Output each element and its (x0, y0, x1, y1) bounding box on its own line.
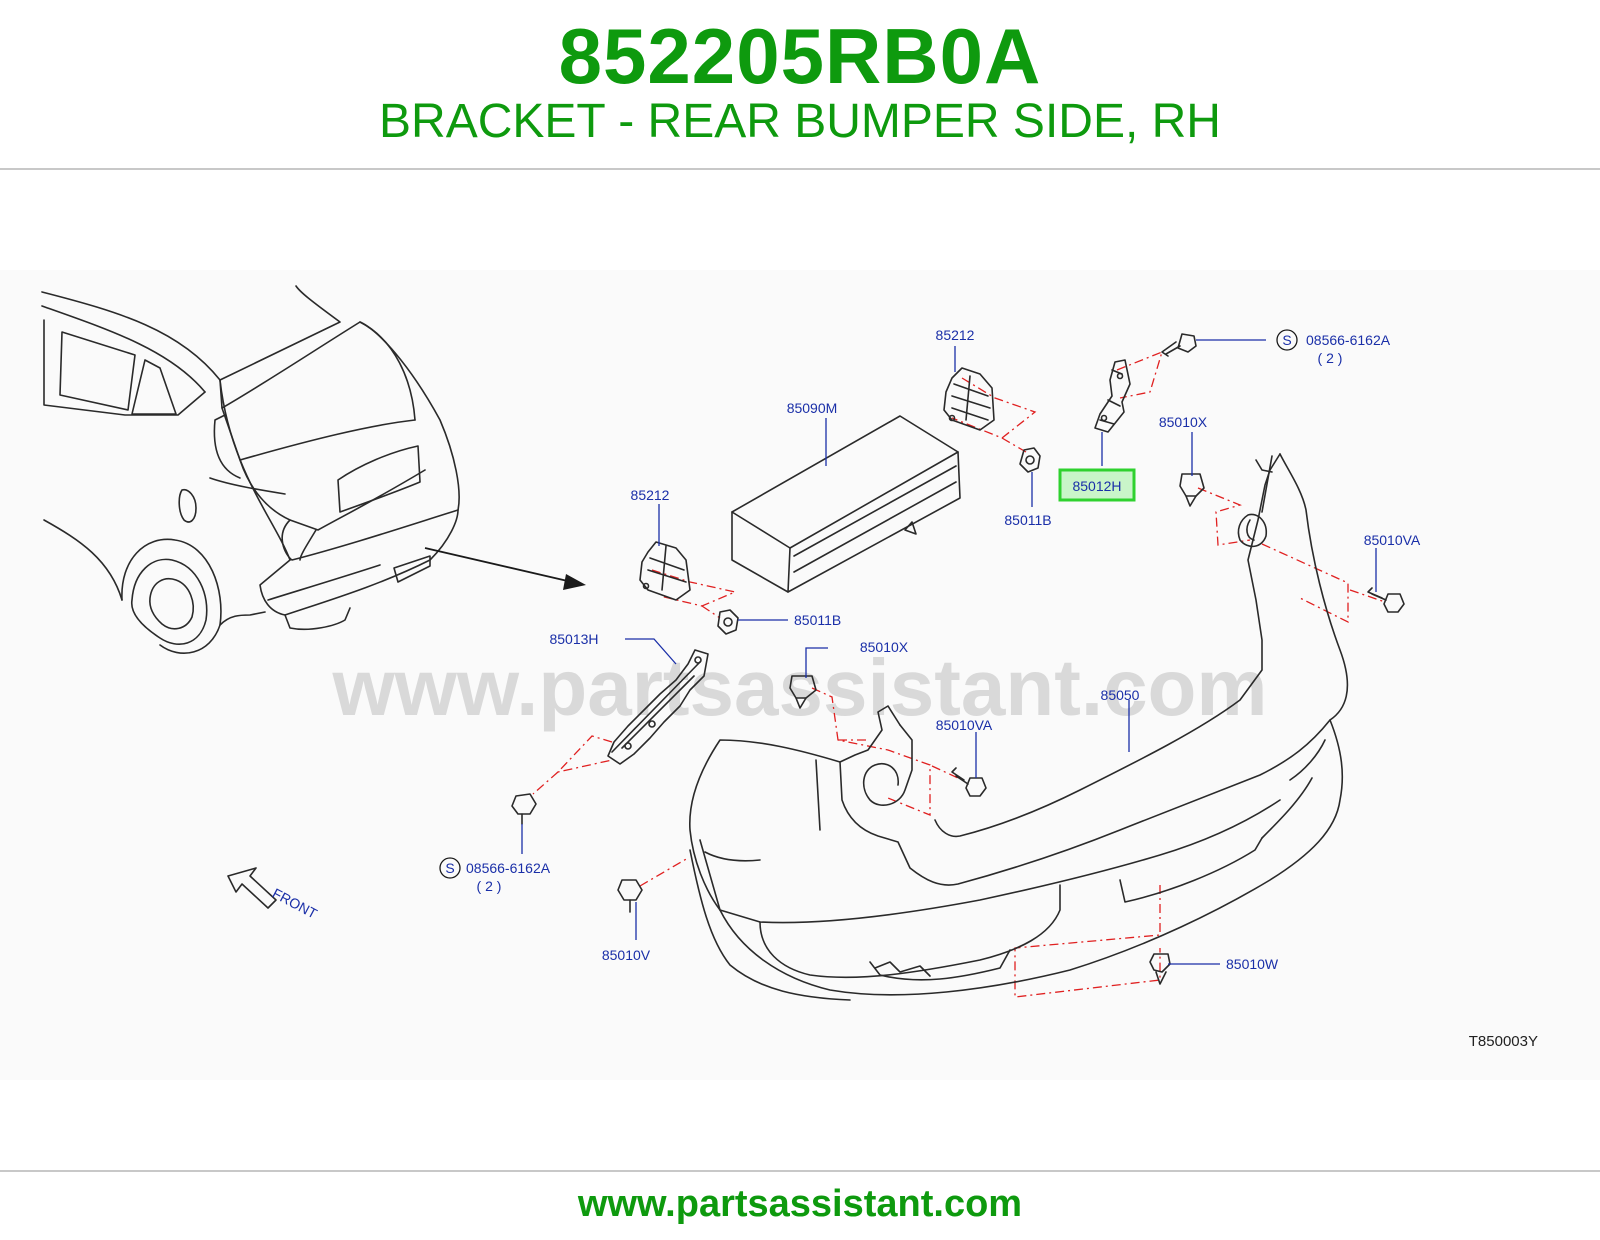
leader-lines (521, 339, 1377, 965)
front-direction-arrow (227, 867, 277, 909)
part-08566-screw-top (1161, 333, 1197, 357)
part-85010va-screw-right (1367, 587, 1405, 613)
part-85010x-clip-top (1179, 473, 1205, 507)
parts-diagram-panel: www.partsassistant.com (0, 270, 1600, 1080)
callout-85010x-mid: 85010X (860, 639, 909, 655)
s-symbol-text: S (445, 860, 454, 876)
s-symbol-text: S (1282, 332, 1291, 348)
footer-url: www.partsassistant.com (577, 1183, 1023, 1225)
callout-85010w: 85010W (1226, 956, 1279, 972)
callout-85012h: 85012H (1072, 478, 1121, 494)
part-85212-bracket-left (639, 541, 691, 601)
callout-85212-left: 85212 (631, 487, 670, 503)
callout-85212-top: 85212 (936, 327, 975, 343)
header-divider (0, 168, 1600, 170)
callout-85011b-top: 85011B (1004, 512, 1051, 528)
callout-85010va-mid: 85010VA (936, 717, 993, 733)
part-85010x-clip-mid (789, 675, 817, 709)
part-description: BRACKET - REAR BUMPER SIDE, RH (379, 95, 1221, 148)
part-85011b-nut-top (1019, 447, 1041, 473)
part-85090m-absorber (731, 415, 961, 593)
drawing-code: T850003Y (1469, 1033, 1538, 1050)
part-85011b-nut-left (717, 609, 739, 635)
callout-85013h: 85013H (549, 631, 598, 647)
part-85212-bracket-top (943, 367, 995, 431)
s-symbol-icon: S (439, 857, 461, 879)
callout-85050: 85050 (1101, 687, 1140, 703)
s-symbol-icon: S (1276, 329, 1298, 351)
part-85013h-bracket (607, 649, 709, 765)
highlight-box-85012h (1058, 468, 1136, 502)
watermark-text: www.partsassistant.com (331, 643, 1267, 732)
callout-08566-top: 08566-6162A (1306, 332, 1391, 348)
parts-diagram: www.partsassistant.com (41, 285, 1538, 1050)
part-85012h-bracket (1094, 359, 1131, 433)
part-08566-screw-bottom (511, 793, 537, 825)
part-85010va-screw-mid (951, 767, 987, 797)
part-85050-bumper-fascia (689, 453, 1349, 1001)
callout-08566-bottom: 08566-6162A (466, 860, 551, 876)
callout-85010v: 85010V (602, 947, 651, 963)
part-85010w-clip (1149, 953, 1171, 985)
view-arrow (424, 547, 586, 590)
page-header: 852205RB0A BRACKET - REAR BUMPER SIDE, R… (0, 0, 1600, 168)
part-85010v-screw (617, 879, 643, 913)
footer-divider (0, 1170, 1600, 1172)
part-line-art (227, 333, 1405, 1001)
mounting-lines (532, 350, 1386, 998)
callout-85010va-right: 85010VA (1364, 532, 1421, 548)
car-rear-illustration (41, 285, 460, 654)
qty-bottom: ( 2 ) (477, 878, 502, 894)
callout-labels: 85212 85090M 85011B 85012H 08566-6162A (… (466, 327, 1421, 972)
callout-85090m: 85090M (787, 400, 838, 416)
qty-top: ( 2 ) (1318, 350, 1343, 366)
callout-85010x-top: 85010X (1159, 414, 1208, 430)
callout-85011b-left: 85011B (794, 612, 841, 628)
part-number-title: 852205RB0A (558, 12, 1042, 100)
front-label: FRONT (270, 885, 320, 922)
